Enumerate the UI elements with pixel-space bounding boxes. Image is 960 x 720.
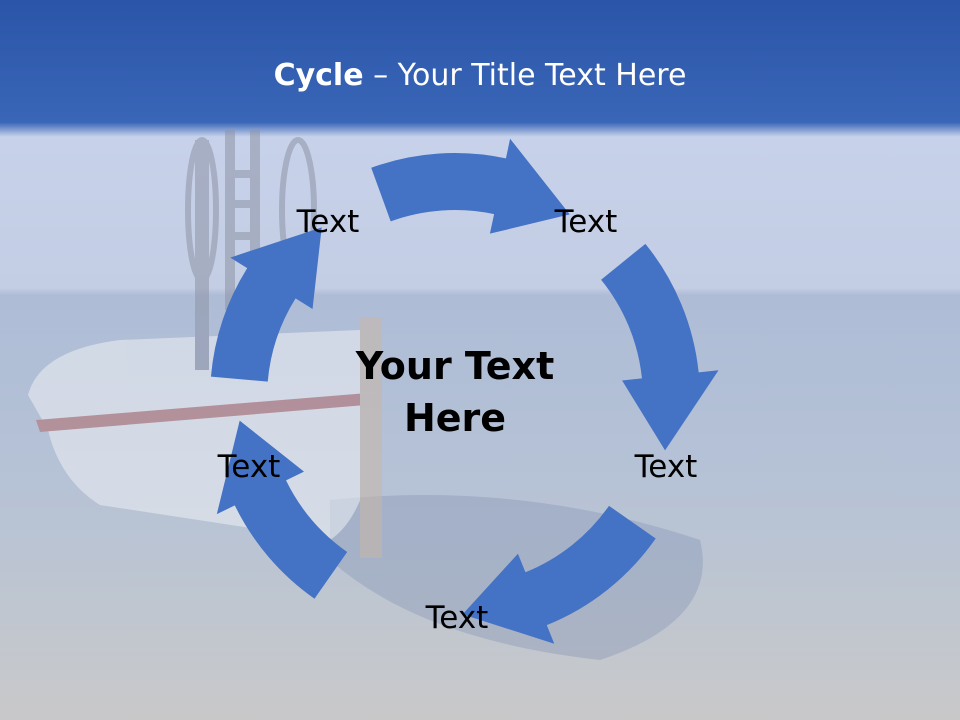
center-text: Your Text Here [330, 340, 580, 444]
cycle-arrow-upper-right [601, 243, 719, 451]
cycle-label-bottom: Text [425, 600, 489, 636]
center-text-line2: Here [403, 396, 507, 440]
cycle-label-top-left: Text [296, 204, 360, 240]
cycle-label-top-right: Text [554, 204, 618, 240]
cycle-arrow-upper-left [210, 227, 322, 382]
slide-title: Cycle – Your Title Text Here [0, 52, 960, 100]
boat-illustration [28, 130, 382, 558]
cycle-arrow-lower-left [216, 420, 348, 599]
cycle-label-right: Text [634, 449, 698, 485]
cycle-arrow-lower-right [462, 505, 656, 644]
title-bold: Cycle [273, 58, 364, 93]
center-text-line1: Your Text [355, 344, 555, 388]
cycle-label-left: Text [217, 449, 281, 485]
title-rest: – Your Title Text Here [363, 58, 687, 93]
cycle-arrow-top [371, 138, 570, 234]
